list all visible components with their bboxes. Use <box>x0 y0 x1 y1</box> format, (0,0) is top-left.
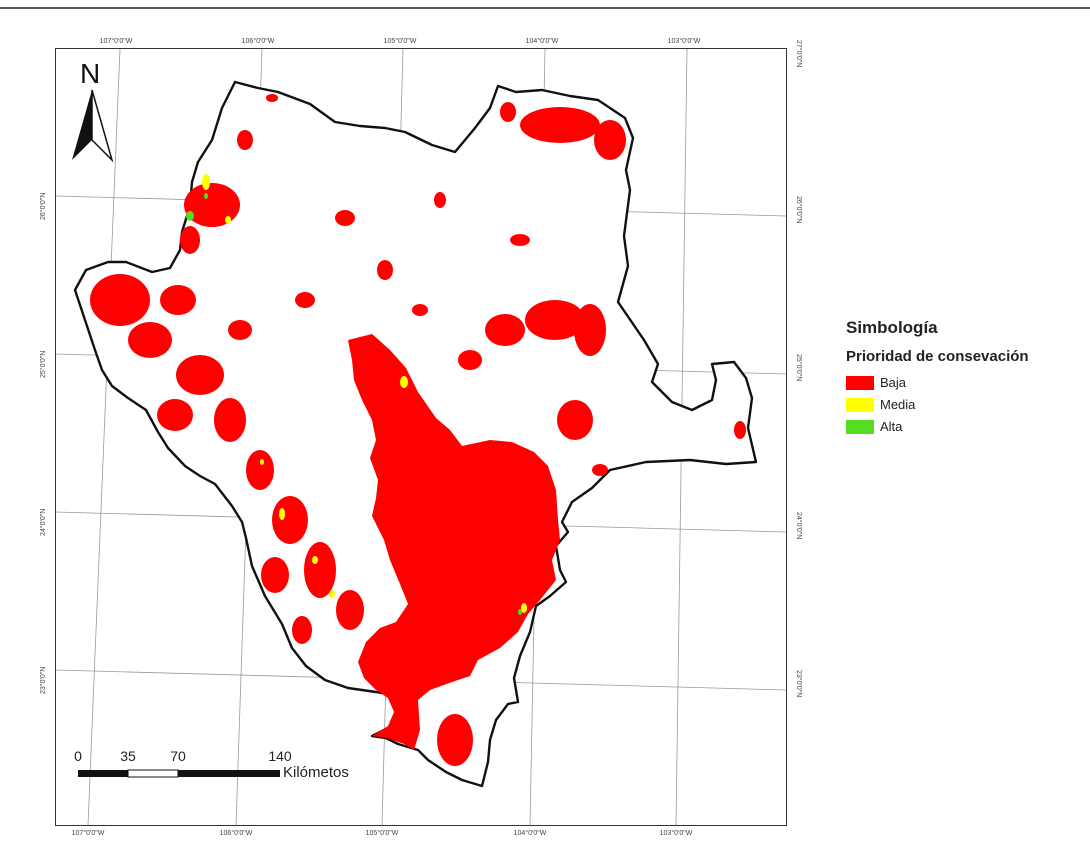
tick-bottom-103: 103°0'0"W <box>659 830 693 837</box>
north-label: N <box>80 58 101 89</box>
scale-label-0: 0 <box>74 748 82 764</box>
legend-swatch-baja <box>846 375 874 390</box>
legend-label-baja: Baja <box>880 375 907 390</box>
legend-label-media: Media <box>880 397 916 412</box>
tick-right-26: 26°0'0"N <box>795 196 802 224</box>
tick-bottom-105: 105°0'0"W <box>365 830 399 837</box>
tick-left-25: 25°0'0"N <box>40 350 47 378</box>
tick-bottom-104: 104°0'0"W <box>513 830 547 837</box>
legend-subtitle: Prioridad de consevación <box>846 348 1029 365</box>
legend-item-media: Media <box>846 397 1029 412</box>
scale-label-35: 35 <box>120 748 136 764</box>
tick-right-27: 27°0'0"N <box>795 40 802 68</box>
meridian-107 <box>87 48 121 826</box>
tick-top-105: 105°0'0"W <box>383 38 417 45</box>
legend: Simbología Prioridad de consevación Baja… <box>846 318 1029 441</box>
north-arrow-icon <box>72 89 114 163</box>
tick-right-25: 25°0'0"N <box>795 354 802 382</box>
tick-right-24: 24°0'0"N <box>795 512 802 540</box>
tick-bottom-106: 106°0'0"W <box>219 830 253 837</box>
tick-left-26: 26°0'0"N <box>40 192 47 220</box>
legend-swatch-media <box>846 397 874 412</box>
legend-item-baja: Baja <box>846 375 1029 390</box>
legend-title: Simbología <box>846 318 938 337</box>
legend-item-alta: Alta <box>846 419 1029 434</box>
top-rule <box>0 7 1090 9</box>
tick-top-107: 107°0'0"W <box>99 38 133 45</box>
tick-top-104: 104°0'0"W <box>525 38 559 45</box>
baja-patches <box>90 94 746 766</box>
legend-swatch-alta <box>846 419 874 434</box>
scale-label-140: 140 <box>268 748 292 764</box>
alta-patches <box>186 193 522 615</box>
scale-bar <box>78 769 280 778</box>
baja-core-region <box>348 334 560 750</box>
tick-top-106: 106°0'0"W <box>241 38 275 45</box>
tick-left-23: 23°0'0"N <box>40 666 47 694</box>
media-patches <box>202 174 527 613</box>
tick-bottom-107: 107°0'0"W <box>71 830 105 837</box>
scale-label-70: 70 <box>170 748 186 764</box>
scale-unit: Kilómetos <box>283 764 349 781</box>
tick-right-23: 23°0'0"N <box>795 670 802 698</box>
tick-left-24: 24°0'0"N <box>40 508 47 536</box>
tick-top-103: 103°0'0"W <box>667 38 701 45</box>
legend-label-alta: Alta <box>880 419 903 434</box>
